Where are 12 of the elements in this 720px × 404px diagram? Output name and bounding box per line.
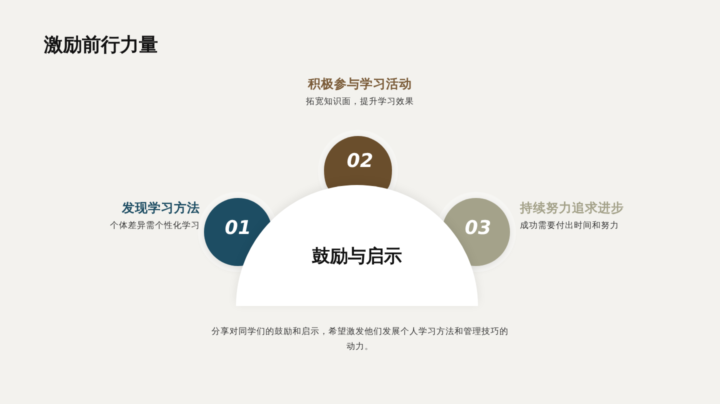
number-label: 01 — [224, 217, 252, 239]
center-label: 鼓励与启示 — [312, 244, 402, 268]
step-description: 成功需要付出时间和努力 — [520, 220, 619, 232]
step-description: 拓宽知识面，提升学习效果 — [305, 96, 415, 108]
number-label: 03 — [464, 217, 492, 239]
step-heading: 积极参与学习活动 — [306, 76, 413, 93]
step-description: 个体差异需个性化学习 — [110, 220, 200, 232]
step-heading: 发现学习方法 — [122, 200, 200, 217]
number-label: 02 — [346, 150, 374, 172]
title: 激励前行力量 — [44, 33, 158, 58]
caption: 分享对同学们的鼓励和启示，希望激发他们发展个人学习方法和管理技巧的动力。 — [210, 326, 510, 354]
step-heading: 持续努力追求进步 — [520, 200, 624, 217]
